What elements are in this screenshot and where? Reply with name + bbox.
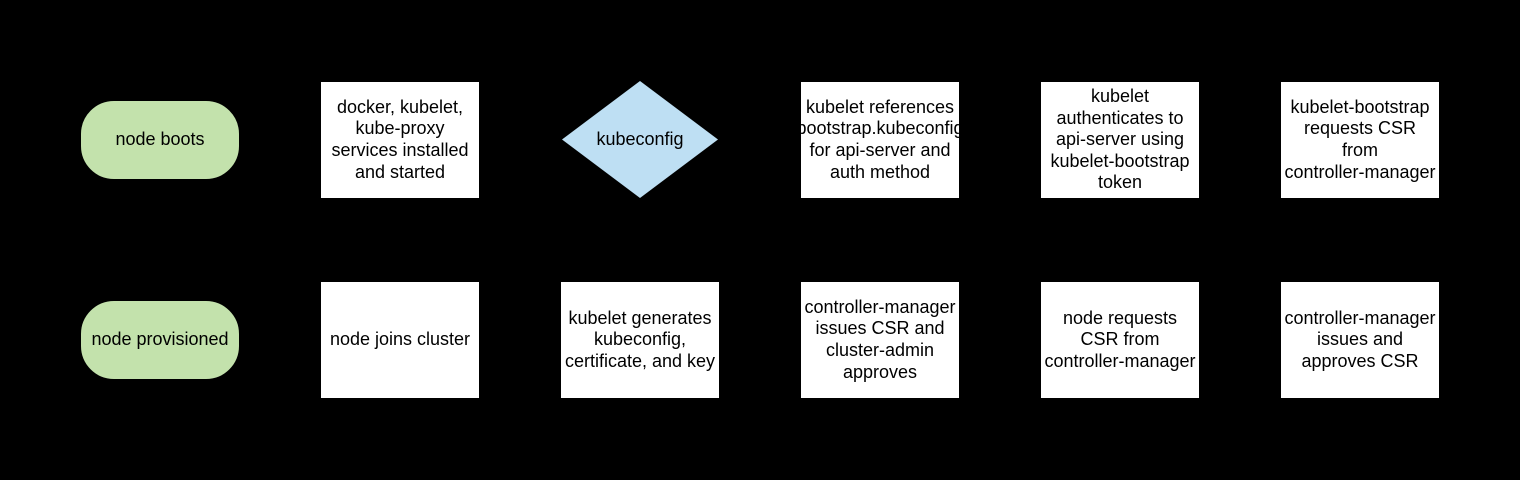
process-node-requests-csr: node requests CSR from controller-manage… <box>1040 281 1200 399</box>
node-label: kubelet-bootstrap requests CSR from cont… <box>1284 96 1436 182</box>
process-services-installed: docker, kubelet, kube-proxy services ins… <box>320 81 480 199</box>
node-label: kubeconfig <box>596 128 684 149</box>
process-node-joins-cluster: node joins cluster <box>320 281 480 399</box>
node-label: node provisioned <box>91 329 229 350</box>
process-cm-issues-and-approves-csr: controller-manager issues and approves C… <box>1280 281 1440 399</box>
process-kubelet-generates: kubelet generates kubeconfig, certificat… <box>560 281 720 399</box>
node-label: kubelet authenticates to api-server usin… <box>1050 86 1190 193</box>
process-kubelet-references-bootstrap: kubelet references bootstrap.kubeconfig … <box>796 81 964 199</box>
process-cm-issues-csr-admin-approves: controller-manager issues CSR and cluste… <box>800 281 960 399</box>
node-label: controller-manager issues and approves C… <box>1284 307 1436 371</box>
node-label: kubelet references bootstrap.kubeconfig … <box>796 96 964 182</box>
node-label: node joins cluster <box>329 329 471 350</box>
process-kubelet-bootstrap-requests-csr: kubelet-bootstrap requests CSR from cont… <box>1280 81 1440 199</box>
node-label: node boots <box>115 129 205 150</box>
node-label: controller-manager issues CSR and cluste… <box>804 296 956 382</box>
terminator-node-boots: node boots <box>80 100 240 180</box>
decision-kubeconfig: kubeconfig <box>562 81 718 198</box>
terminator-node-provisioned: node provisioned <box>80 300 240 380</box>
node-label: docker, kubelet, kube-proxy services ins… <box>331 96 469 182</box>
node-label: node requests CSR from controller-manage… <box>1044 307 1196 371</box>
node-label: kubelet generates kubeconfig, certificat… <box>564 307 716 371</box>
process-kubelet-authenticates: kubelet authenticates to api-server usin… <box>1040 81 1200 199</box>
